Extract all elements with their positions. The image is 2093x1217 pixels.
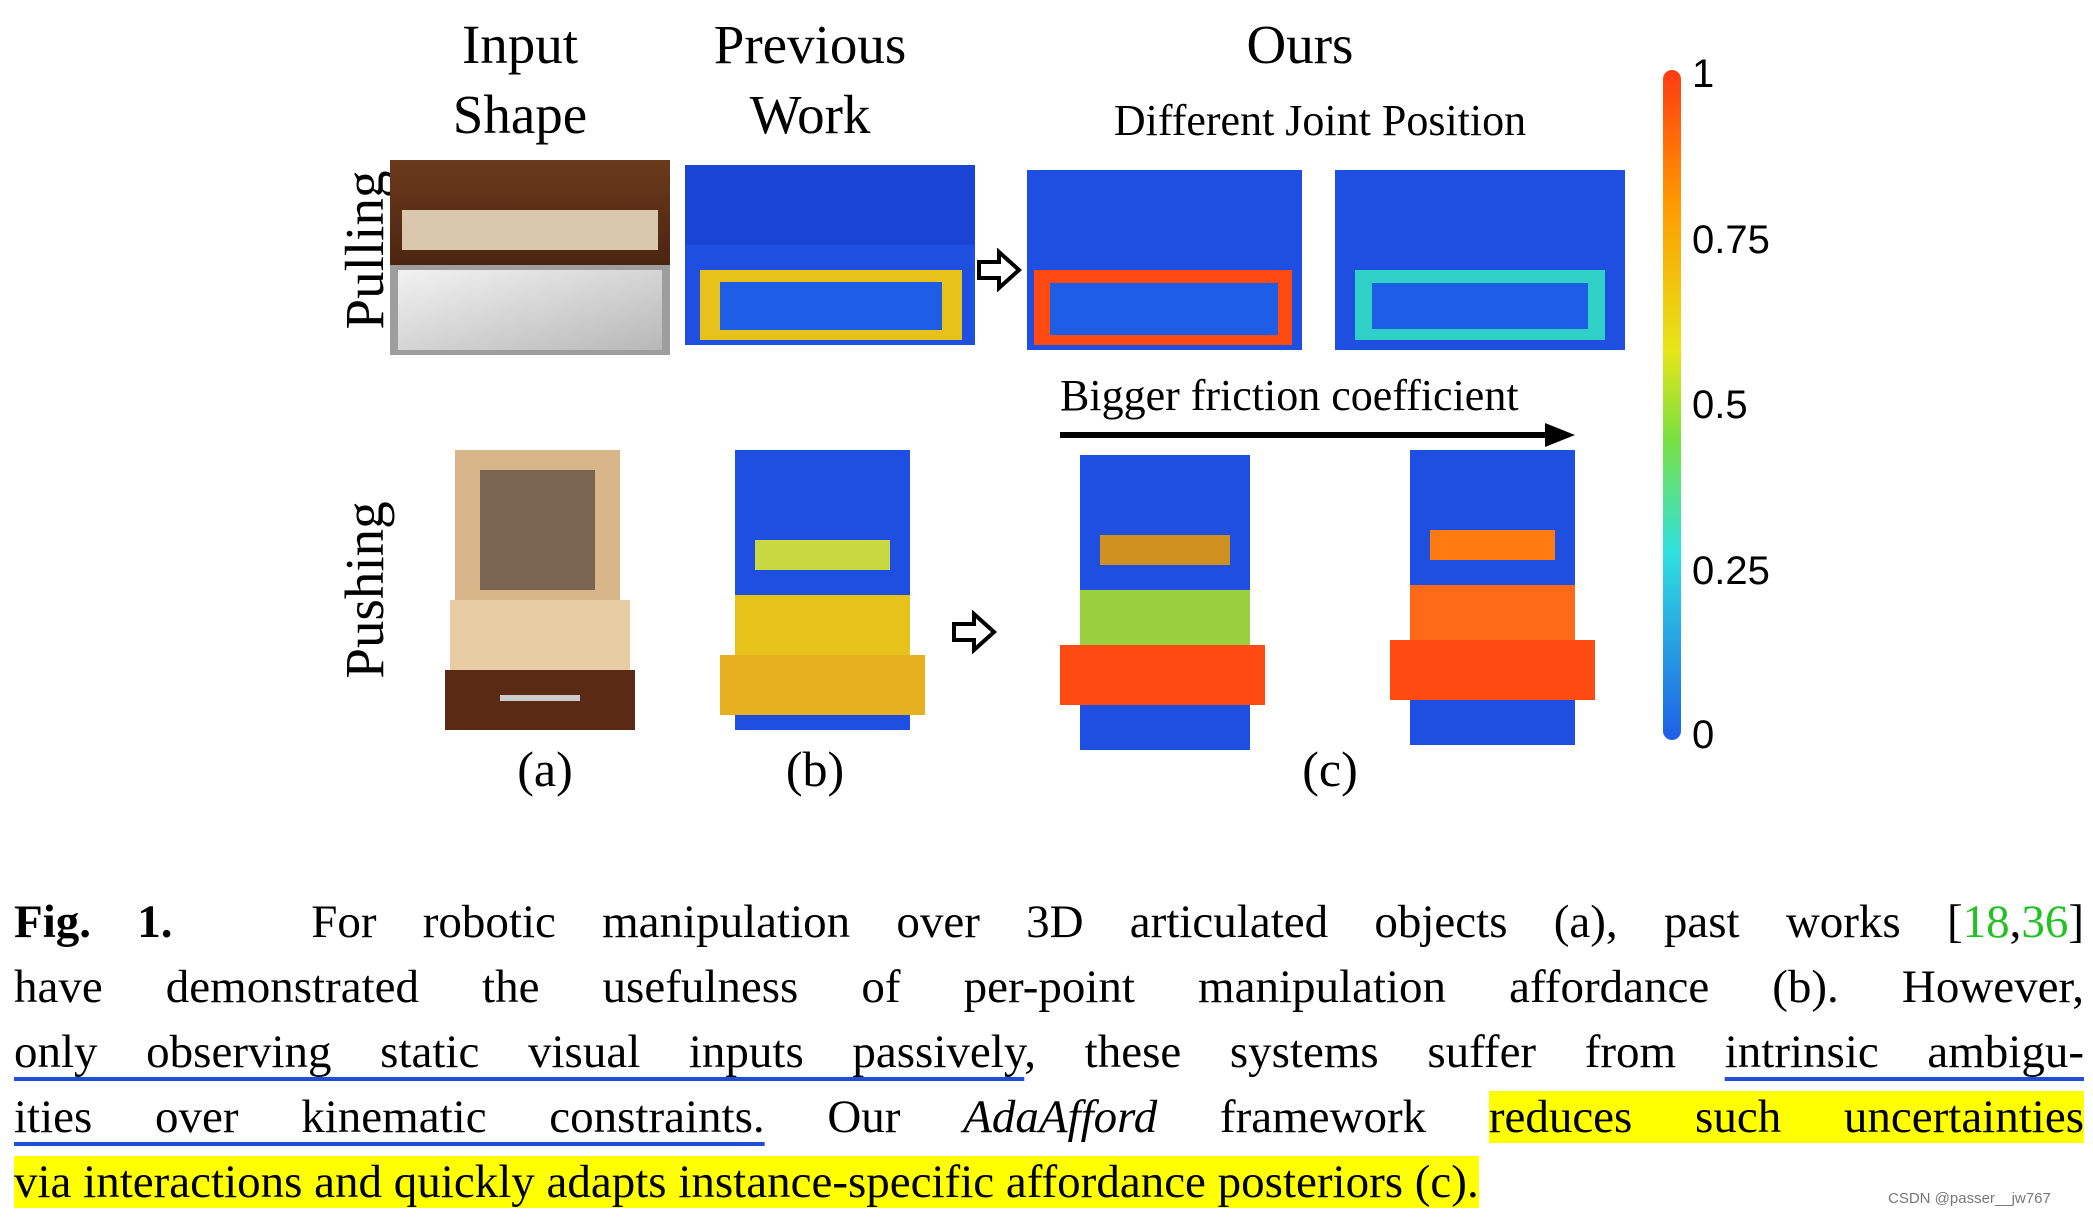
caption-text-4b: framework — [1157, 1091, 1489, 1143]
header-previous-line1: Previous — [713, 14, 907, 75]
pulling-ours-heatmap-2 — [1335, 170, 1625, 350]
header-previous-line2: Work — [749, 84, 871, 145]
caption-underline-1: only observing static visual inputs pass… — [14, 1026, 1025, 1078]
caption-highlight-1: reduces such uncertainties — [1488, 1091, 2085, 1143]
panel-label-a: (a) — [517, 741, 573, 797]
pulling-arrow-icon — [977, 248, 1022, 292]
pushing-previous-heatmap — [720, 450, 925, 730]
caption-underline-3: ities over kinematic constraints. — [14, 1091, 765, 1143]
citation-36[interactable]: 36 — [2021, 896, 2069, 948]
pulling-previous-heatmap — [685, 165, 975, 345]
pushing-input-cabinet — [445, 450, 635, 730]
pushing-ours-heatmap-2 — [1390, 450, 1595, 745]
colorbar-tick-025: 0.25 — [1692, 549, 1770, 593]
citation-18[interactable]: 18 — [1962, 896, 2010, 948]
header-previous-work: Previous Work — [680, 10, 940, 150]
pulling-ours-heatmap-1 — [1027, 170, 1302, 350]
caption-adaafford: AdaAfford — [963, 1091, 1158, 1143]
colorbar-tick-1: 1 — [1692, 52, 1715, 96]
caption-line-1: Fig. 1. For robotic manipulation over 3D… — [14, 890, 2084, 955]
panel-label-c: (c) — [1302, 741, 1358, 797]
colorbar-tick-075: 0.75 — [1692, 218, 1770, 262]
header-input-shape: Input Shape — [420, 10, 620, 150]
caption-line-3: only observing static visual inputs pass… — [14, 1020, 2084, 1085]
friction-arrow-icon — [1060, 423, 1575, 447]
watermark: CSDN @passer__jw767 — [1888, 1190, 2051, 1207]
header-input-line1: Input — [461, 14, 579, 75]
header-input-line2: Shape — [452, 84, 588, 145]
caption-text-1: For robotic manipulation over 3D articul… — [311, 896, 1963, 948]
pushing-ours-heatmap-1 — [1060, 455, 1265, 750]
header-different-joint-position: Different Joint Position — [1113, 96, 1527, 145]
caption-highlight-2: via interactions and quickly adapts inst… — [14, 1156, 1479, 1208]
pulling-input-cabinet — [390, 160, 670, 355]
citation-comma: , — [2009, 896, 2022, 948]
row-label-pushing: Pushing — [334, 501, 395, 679]
header-ours: Ours — [1246, 14, 1354, 75]
caption-text-4a: Our — [764, 1091, 964, 1143]
caption-line-5: via interactions and quickly adapts inst… — [14, 1150, 2084, 1215]
colorbar-tick-05: 0.5 — [1692, 383, 1748, 427]
caption-text-3: , these systems suffer from — [1024, 1026, 1725, 1078]
caption-line-2: have demonstrated the usefulness of per-… — [14, 961, 2084, 1013]
citation-close: ] — [2068, 896, 2085, 948]
caption-label: Fig. 1. — [14, 896, 173, 948]
colorbar — [1663, 70, 1681, 740]
friction-arrow-label: Bigger friction coefficient — [1060, 371, 1519, 420]
colorbar-tick-0: 0 — [1692, 713, 1715, 757]
pushing-arrow-icon — [952, 610, 997, 654]
caption-underline-2: intrinsic ambigu- — [1724, 1026, 2084, 1078]
caption-line-4: ities over kinematic constraints. Our Ad… — [14, 1085, 2085, 1150]
panel-label-b: (b) — [785, 741, 845, 797]
